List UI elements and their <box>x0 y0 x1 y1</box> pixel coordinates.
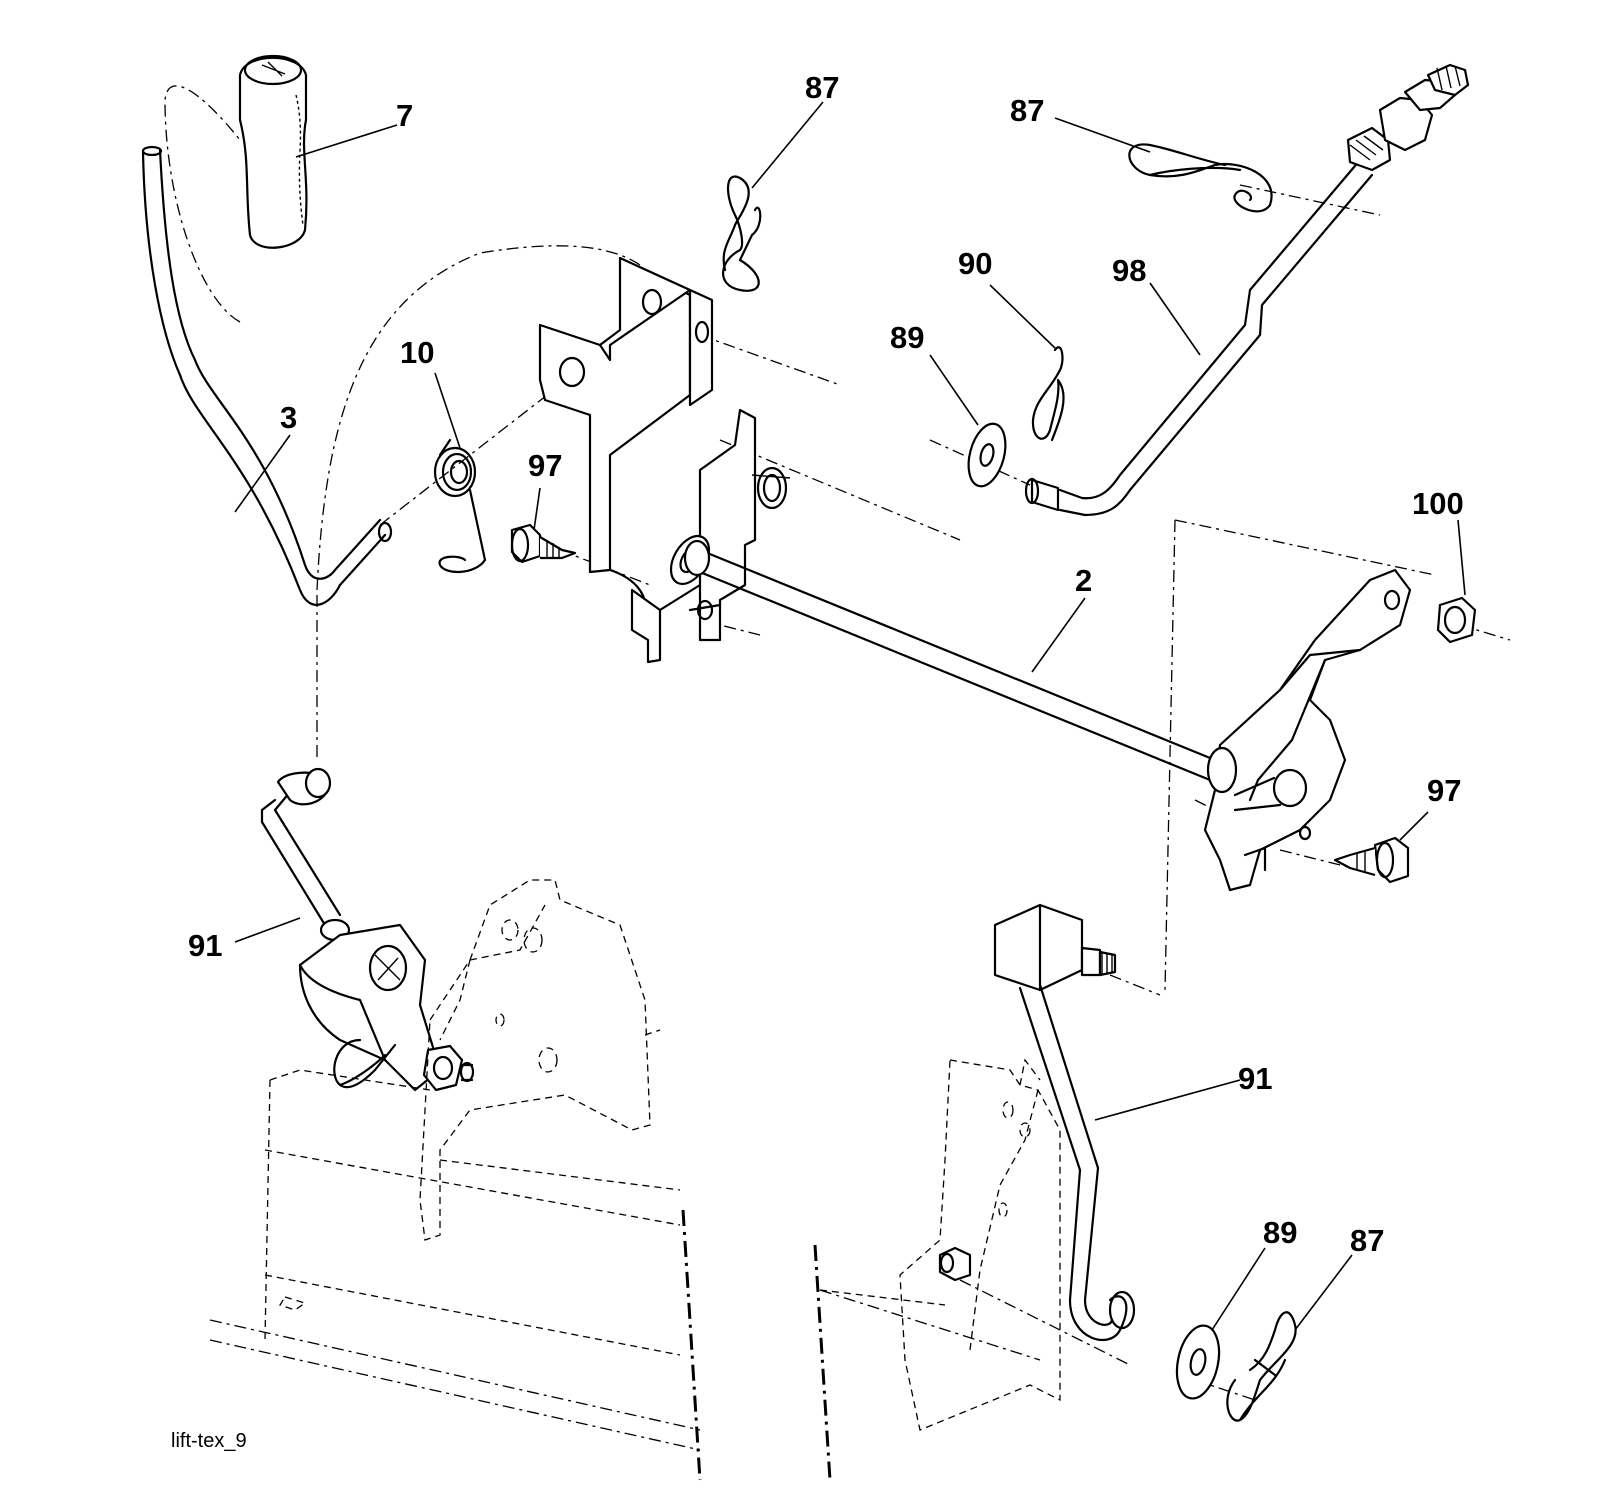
callout-91: 91 <box>1238 1061 1273 1096</box>
hex-nut <box>1436 596 1477 644</box>
left-deck-bracket-ghost <box>264 879 681 1356</box>
callout-90: 90 <box>958 246 993 281</box>
hairpin-clip-top <box>722 175 762 292</box>
callout-89: 89 <box>890 320 925 355</box>
callout-3: 3 <box>280 400 298 435</box>
callout-10: 10 <box>400 335 435 370</box>
break-lines <box>681 1209 832 1481</box>
lift-cross-shaft <box>683 539 1217 782</box>
right-deck-bracket-ghost <box>819 1058 1061 1431</box>
handle-grip <box>238 54 308 249</box>
deck-lift-link-left <box>260 767 475 1092</box>
adjustment-link-rod <box>1024 63 1470 517</box>
callout-7: 7 <box>396 98 414 133</box>
hairpin-clip-upper-right <box>1128 143 1273 213</box>
deck-lift-link-right <box>993 903 1136 1342</box>
callout-87: 87 <box>1350 1223 1385 1258</box>
figure-id-caption: lift-tex_9 <box>171 1430 247 1452</box>
flat-washer-upper <box>967 422 1007 488</box>
callout-87: 87 <box>805 70 840 105</box>
flange-bolt-right <box>1333 836 1410 884</box>
callout-100: 100 <box>1412 486 1464 521</box>
callout-89: 89 <box>1263 1215 1298 1250</box>
callout-97: 97 <box>528 448 563 483</box>
left-mounting-bracket <box>538 256 791 664</box>
phantom-lines <box>164 85 1511 1451</box>
callout-98: 98 <box>1112 253 1147 288</box>
spring-clip <box>1031 346 1065 442</box>
right-lift-bracket <box>1203 568 1412 892</box>
callout-2: 2 <box>1075 563 1093 598</box>
torsion-spring <box>433 438 487 573</box>
flat-washer-lower <box>1175 1324 1221 1400</box>
lift-lever <box>141 145 393 606</box>
hairpin-clip-lower-right <box>1226 1311 1297 1422</box>
callout-leaders <box>234 101 1466 1331</box>
callout-87: 87 <box>1010 93 1045 128</box>
flange-bolt-left <box>510 523 577 564</box>
callout-97: 97 <box>1427 773 1462 808</box>
callout-91: 91 <box>188 928 223 963</box>
